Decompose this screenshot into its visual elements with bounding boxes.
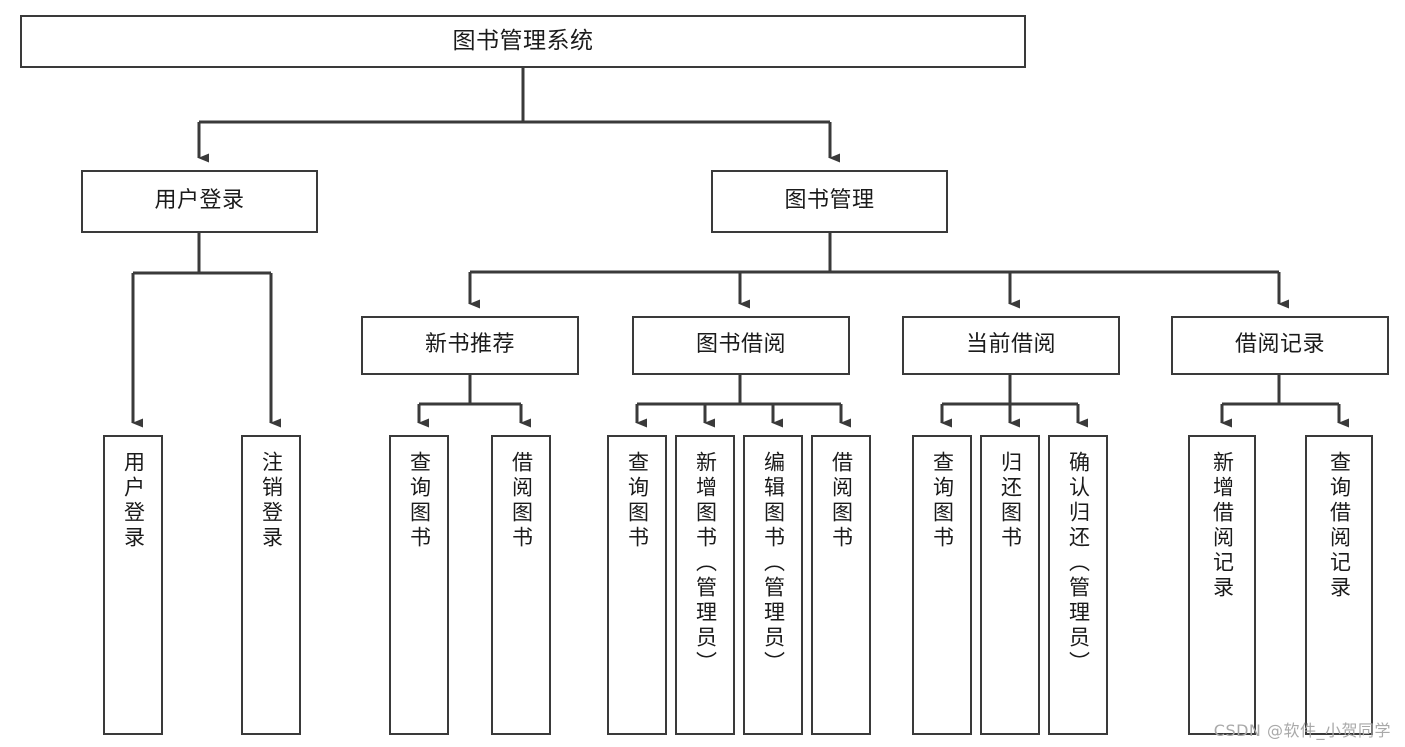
leaf-new-book-query[interactable]: 查询图书 <box>389 435 449 735</box>
leaf-book-borrow-edit[interactable]: 编辑图书（管理员） <box>743 435 803 735</box>
node-label: 借阅图书 <box>509 451 534 551</box>
node-label: 注销登录 <box>259 451 284 551</box>
node-label: 查询图书 <box>930 451 955 551</box>
node-label: 确认归还（管理员） <box>1066 451 1091 676</box>
leaf-current-borrow-return[interactable]: 归还图书 <box>980 435 1040 735</box>
leaf-book-borrow-add[interactable]: 新增图书（管理员） <box>675 435 735 735</box>
node-book-management[interactable]: 图书管理 <box>711 170 948 233</box>
node-label: 归还图书 <box>998 451 1023 551</box>
node-label: 查询借阅记录 <box>1327 451 1352 601</box>
node-book-borrow[interactable]: 图书借阅 <box>632 316 850 375</box>
node-new-book-recommend[interactable]: 新书推荐 <box>361 316 579 375</box>
leaf-book-borrow-lend[interactable]: 借阅图书 <box>811 435 871 735</box>
node-label: 新书推荐 <box>424 332 515 358</box>
node-label: 用户登录 <box>154 188 245 214</box>
leaf-user-login-signin[interactable]: 用户登录 <box>103 435 163 735</box>
leaf-current-borrow-query[interactable]: 查询图书 <box>912 435 972 735</box>
node-user-login[interactable]: 用户登录 <box>81 170 318 233</box>
node-label: 新增图书（管理员） <box>693 451 718 676</box>
node-label: 图书管理系统 <box>452 27 594 54</box>
node-borrow-record[interactable]: 借阅记录 <box>1171 316 1389 375</box>
csdn-watermark: CSDN @软件_小贺同学 <box>1213 721 1391 740</box>
node-label: 图书管理 <box>784 188 875 214</box>
leaf-new-book-borrow[interactable]: 借阅图书 <box>491 435 551 735</box>
node-label: 新增借阅记录 <box>1210 451 1235 601</box>
node-current-borrow[interactable]: 当前借阅 <box>902 316 1120 375</box>
leaf-user-login-signout[interactable]: 注销登录 <box>241 435 301 735</box>
node-label: 查询图书 <box>625 451 650 551</box>
leaf-current-borrow-confirm[interactable]: 确认归还（管理员） <box>1048 435 1108 735</box>
leaf-borrow-record-add[interactable]: 新增借阅记录 <box>1188 435 1256 735</box>
node-label: 编辑图书（管理员） <box>761 451 786 676</box>
node-root-system[interactable]: 图书管理系统 <box>20 15 1026 68</box>
node-label: 图书借阅 <box>695 332 786 358</box>
node-label: 借阅图书 <box>829 451 854 551</box>
node-label: 当前借阅 <box>965 332 1056 358</box>
leaf-borrow-record-query[interactable]: 查询借阅记录 <box>1305 435 1373 735</box>
leaf-book-borrow-query[interactable]: 查询图书 <box>607 435 667 735</box>
node-label: 用户登录 <box>121 451 146 551</box>
node-label: 借阅记录 <box>1234 332 1325 358</box>
node-label: 查询图书 <box>407 451 432 551</box>
